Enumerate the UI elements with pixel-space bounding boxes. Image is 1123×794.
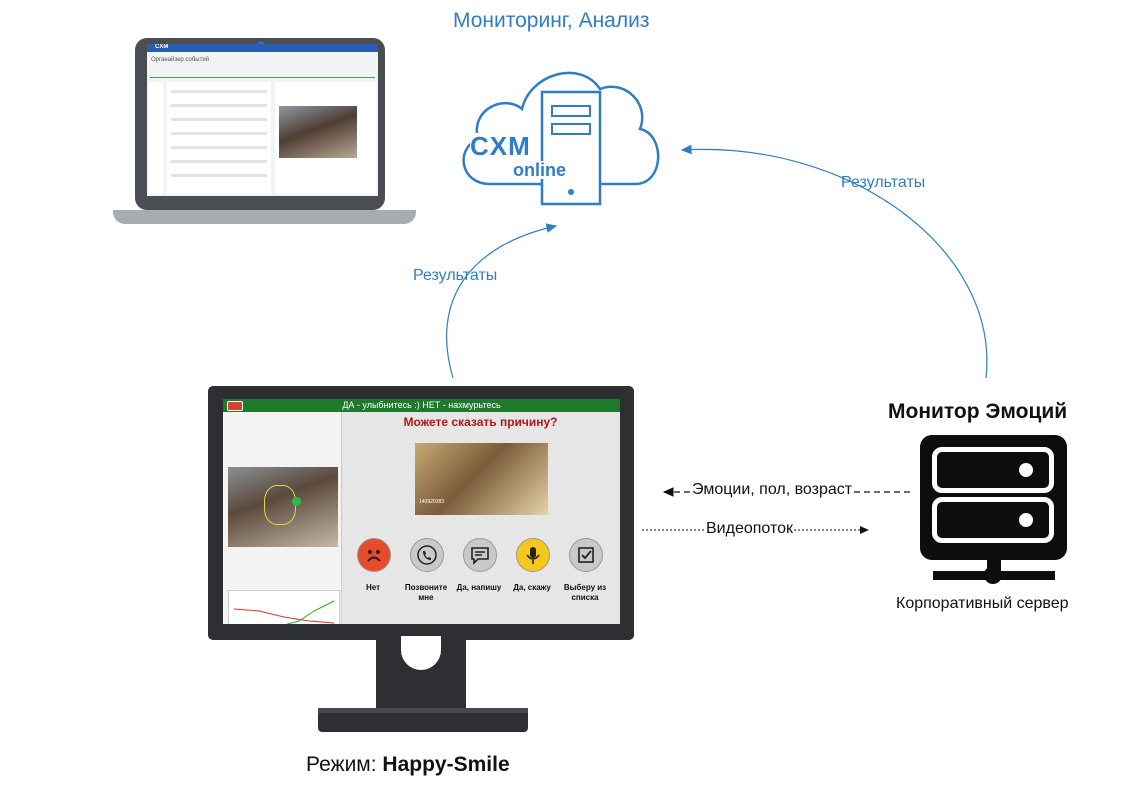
laptop-app-navbar: CXM: [147, 44, 378, 52]
mode-prefix: Режим:: [306, 753, 383, 776]
emotions-link-label: Эмоции, пол, возраст: [692, 481, 853, 499]
answer-list-button[interactable]: [569, 538, 603, 572]
smile-indicator-icon: [292, 497, 301, 506]
app-header: ДА - улыбнитесь :) НЕТ - нахмурьтесь: [223, 399, 620, 412]
laptop-app-title: Органайзер событий: [151, 57, 210, 63]
question-title: Можете сказать причину?: [403, 415, 558, 429]
emotion-graph: [228, 590, 340, 624]
microphone-icon: [526, 547, 540, 564]
monitor-screen: ДА - улыбнитесь :) НЕТ - нахмурьтесь Мож…: [223, 399, 620, 624]
sad-face-icon: [367, 550, 381, 562]
arrow-monitor-to-cloud: [445, 223, 558, 379]
photo-caption: 140920383: [419, 499, 445, 505]
mode-value: Happy-Smile: [382, 753, 510, 776]
app-logo: [227, 401, 243, 411]
phone-icon: [417, 545, 437, 565]
message-icon: [471, 547, 489, 565]
question-photo: 140920383: [415, 443, 548, 515]
answer-write-button[interactable]: [463, 538, 497, 572]
server-title: Монитор Эмоций: [888, 400, 1068, 423]
laptop-app-brand: CXM: [155, 44, 169, 50]
webcam-view: [228, 467, 338, 547]
answer-list-label: Выберу из списка: [563, 583, 607, 602]
laptop-video-thumb: [279, 106, 357, 158]
answer-say-button[interactable]: [516, 538, 550, 572]
face-detection-frame: [264, 485, 296, 525]
laptop-screen: CXM Органайзер событий: [147, 44, 378, 196]
answer-no-label: Нет: [365, 583, 381, 592]
answer-call-label: Позвоните мне: [404, 583, 448, 602]
cloud-brand: CXM: [470, 131, 531, 161]
server-caption: Корпоративный сервер: [896, 595, 1069, 612]
arrow-server-to-cloud: [680, 144, 988, 379]
top-title: Мониторинг, Анализ: [453, 9, 650, 32]
results-label-left: Результаты: [413, 267, 498, 284]
results-label-right: Результаты: [841, 174, 926, 191]
answer-say-label: Да, скажу: [513, 583, 551, 592]
answer-call-button[interactable]: [410, 538, 444, 572]
answer-no-button[interactable]: [357, 538, 391, 572]
laptop-base: [113, 210, 416, 224]
cloud-sub: online: [513, 160, 566, 180]
checkbox-icon: [578, 547, 594, 563]
video-link-label: Видеопоток: [706, 520, 793, 538]
answer-write-label: Да, напишу: [456, 583, 502, 592]
app-sidebar: [223, 412, 342, 624]
mode-caption: Режим: Happy-Smile: [306, 753, 510, 777]
cloud-server-icon: [462, 71, 660, 206]
server-icon: [920, 435, 1067, 560]
